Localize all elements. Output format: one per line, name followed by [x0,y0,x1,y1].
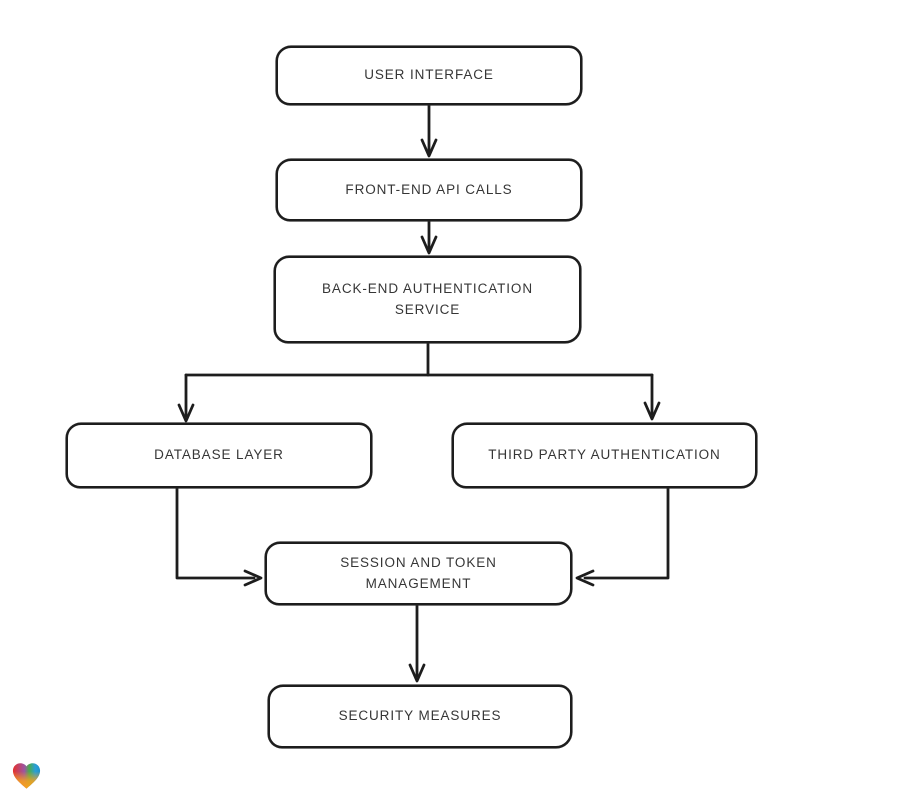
node-user-interface[interactable]: USER INTERFACE [276,46,582,105]
edge-ui-to-frontend [420,103,438,158]
edge-backend-branch [177,341,661,423]
heart-logo-icon[interactable] [11,761,42,791]
node-database-layer[interactable]: DATABASE LAYER [66,423,372,488]
node-security-measures[interactable]: SECURITY MEASURES [268,685,572,748]
node-label: USER INTERFACE [364,67,494,83]
edge-session-to-security [408,603,426,683]
node-label: SERVICE [394,301,461,317]
node-label: DATABASE LAYER [154,447,284,463]
edge-database-to-session [175,486,263,587]
node-session-and-token-management[interactable]: SESSION AND TOKEN MANAGEMENT [265,542,572,605]
node-label: SECURITY MEASURES [338,708,502,724]
node-label: SESSION AND TOKEN [340,554,497,570]
edge-frontend-to-backend [420,219,438,255]
node-label: FRONT-END API CALLS [345,181,513,197]
node-label: BACK-END AUTHENTICATION [322,280,533,296]
edge-thirdparty-to-session [575,486,670,587]
node-back-end-authentication-service[interactable]: BACK-END AUTHENTICATION SERVICE [274,256,581,343]
node-third-party-authentication[interactable]: THIRD PARTY AUTHENTICATION [452,423,757,488]
node-label: THIRD PARTY AUTHENTICATION [488,447,721,463]
node-front-end-api-calls[interactable]: FRONT-END API CALLS [276,159,582,221]
node-label: MANAGEMENT [365,575,472,591]
